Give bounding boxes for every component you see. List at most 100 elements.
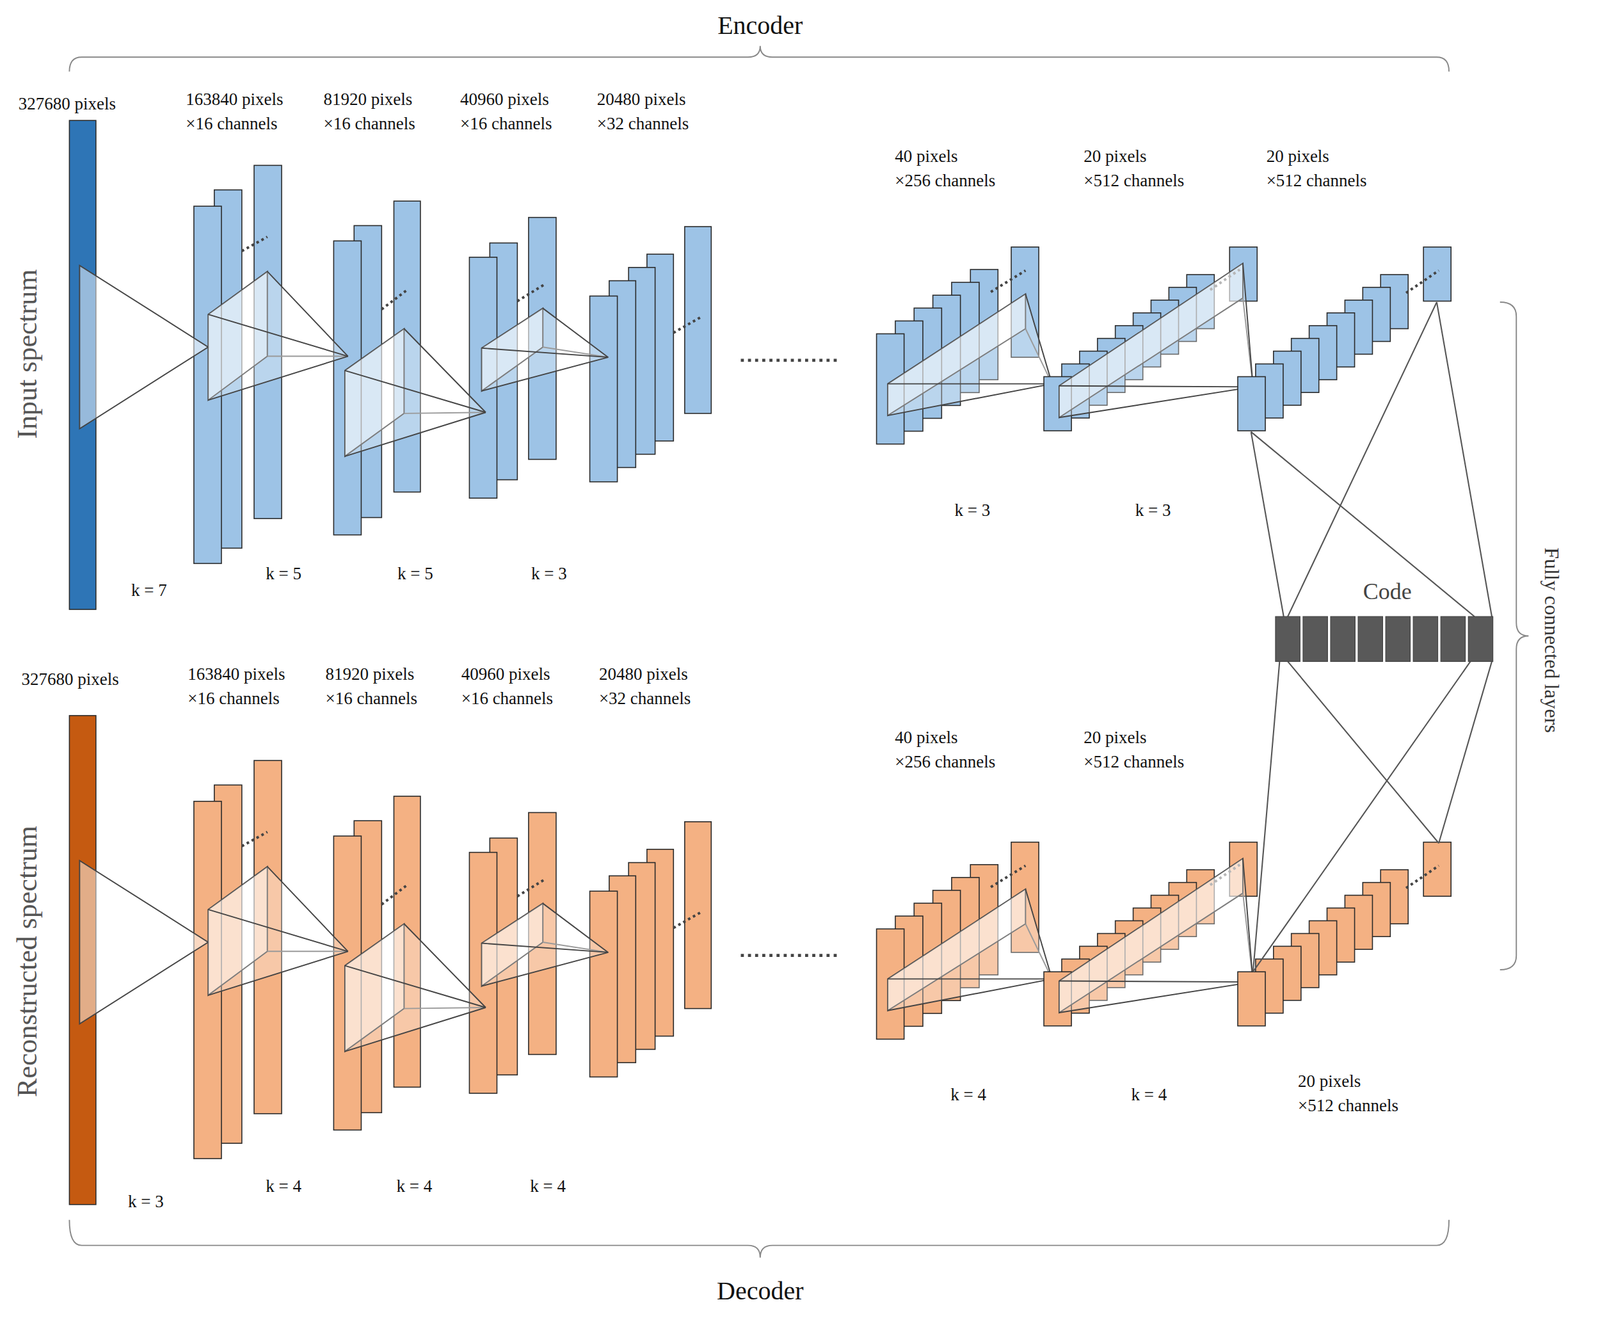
- decoder-brace: [69, 1219, 1449, 1258]
- guide-line: [403, 328, 486, 413]
- size-label: 81920 pixels ×16 channels: [325, 662, 420, 712]
- side-title: Reconstructed spectrum: [10, 825, 45, 1097]
- section-title: Decoder: [716, 1275, 804, 1307]
- kernel-shape: [1059, 385, 1254, 418]
- guide-line: [542, 346, 608, 358]
- kernel-shape: [481, 903, 609, 953]
- guide-line: [1242, 858, 1254, 982]
- kernel-label: k = 3: [954, 499, 991, 521]
- code-cell: [1358, 616, 1383, 662]
- kernel-label: k = 5: [265, 563, 302, 584]
- guide-line: [887, 383, 1053, 385]
- guide-line: [381, 289, 408, 310]
- guide-line: [1242, 263, 1254, 387]
- guide-line: [1406, 270, 1439, 294]
- kernel-label: k = 4: [265, 1175, 302, 1197]
- guide-line: [1059, 981, 1254, 1013]
- guide-line: [517, 284, 544, 302]
- guide-line: [1025, 293, 1052, 384]
- size-label: 40 pixels ×256 channels: [894, 725, 997, 775]
- size-label: 20 pixels ×512 channels: [1083, 144, 1186, 194]
- guide-line: [741, 953, 838, 957]
- size-label: 20 pixels ×512 channels: [1266, 144, 1369, 194]
- guide-line: [1025, 888, 1052, 979]
- kernel-shape: [887, 888, 1053, 979]
- guide-line: [1059, 386, 1254, 418]
- guide-line: [344, 1007, 486, 1052]
- guide-line: [208, 356, 348, 401]
- guide-line: [208, 909, 348, 952]
- guide-line: [1436, 302, 1492, 617]
- guide-line: [481, 357, 609, 392]
- guide-line: [403, 412, 486, 414]
- kernel-label: k = 3: [531, 563, 568, 584]
- feature-map: [684, 821, 712, 1009]
- kernel-label: k = 4: [1130, 1083, 1167, 1104]
- feature-map: [684, 226, 712, 414]
- guide-line: [344, 412, 486, 457]
- guide-line: [1059, 385, 1254, 388]
- code-cell: [1303, 616, 1328, 662]
- fc-bracket: [1500, 302, 1529, 970]
- code-cell: [1468, 616, 1493, 662]
- guide-line: [517, 880, 544, 897]
- guide-line: [1253, 661, 1471, 972]
- guide-line: [1059, 981, 1254, 983]
- guide-line: [542, 903, 608, 953]
- guide-line: [1438, 661, 1492, 843]
- size-label: 40960 pixels ×16 channels: [461, 662, 555, 712]
- size-label: 163840 pixels ×16 channels: [185, 87, 286, 137]
- kernel-shape: [208, 909, 348, 996]
- guide-line: [1251, 432, 1284, 617]
- guide-line: [241, 236, 268, 251]
- kernel-shape: [79, 860, 208, 1024]
- encoder-brace: [69, 46, 1449, 72]
- feature-map: [590, 890, 618, 1077]
- code-cell: [1330, 616, 1355, 662]
- kernel-shape: [79, 265, 208, 429]
- code-vector: Code: [1275, 577, 1500, 662]
- code-cell: [1385, 616, 1410, 662]
- kernel-shape: [1059, 981, 1254, 1013]
- guide-line: [481, 943, 609, 953]
- size-label: 40960 pixels ×16 channels: [460, 87, 554, 137]
- kernel-shape: [481, 308, 609, 358]
- feature-map: [1237, 376, 1266, 431]
- kernel-label: k = 3: [128, 1191, 164, 1212]
- kernel-shape: [887, 293, 1053, 384]
- feature-map: [1423, 247, 1451, 302]
- guide-line: [1253, 661, 1280, 972]
- guide-line: [542, 942, 608, 953]
- guide-line: [208, 951, 348, 996]
- guide-line: [267, 950, 349, 952]
- kernel-label: k = 3: [1135, 499, 1172, 521]
- kernel-label: k = 5: [397, 563, 434, 584]
- guide-line: [542, 308, 608, 358]
- guide-line: [403, 923, 486, 1008]
- kernel-shape: [208, 314, 348, 400]
- guide-line: [887, 978, 1053, 1010]
- size-label: 327680 pixels: [18, 92, 116, 117]
- guide-line: [990, 270, 1026, 292]
- kernel-label: k = 7: [131, 579, 168, 601]
- size-label: 327680 pixels: [21, 667, 119, 692]
- guide-line: [673, 316, 703, 333]
- node-label: Code: [1275, 577, 1500, 606]
- guide-line: [267, 866, 349, 952]
- guide-line: [1287, 302, 1437, 617]
- feature-map: [1237, 971, 1266, 1026]
- size-label: 20 pixels ×512 channels: [1297, 1069, 1400, 1119]
- section-title: Encoder: [717, 10, 803, 41]
- size-label: 163840 pixels ×16 channels: [187, 662, 288, 712]
- feature-map: [590, 295, 618, 482]
- size-label: 20480 pixels ×32 channels: [599, 662, 693, 712]
- size-label: 40 pixels ×256 channels: [894, 144, 997, 194]
- kernel-shape: [887, 384, 1053, 416]
- guide-line: [990, 865, 1026, 887]
- guide-line: [403, 1007, 486, 1009]
- guide-line: [673, 911, 703, 928]
- guide-line: [481, 952, 609, 987]
- guide-line: [1287, 661, 1439, 843]
